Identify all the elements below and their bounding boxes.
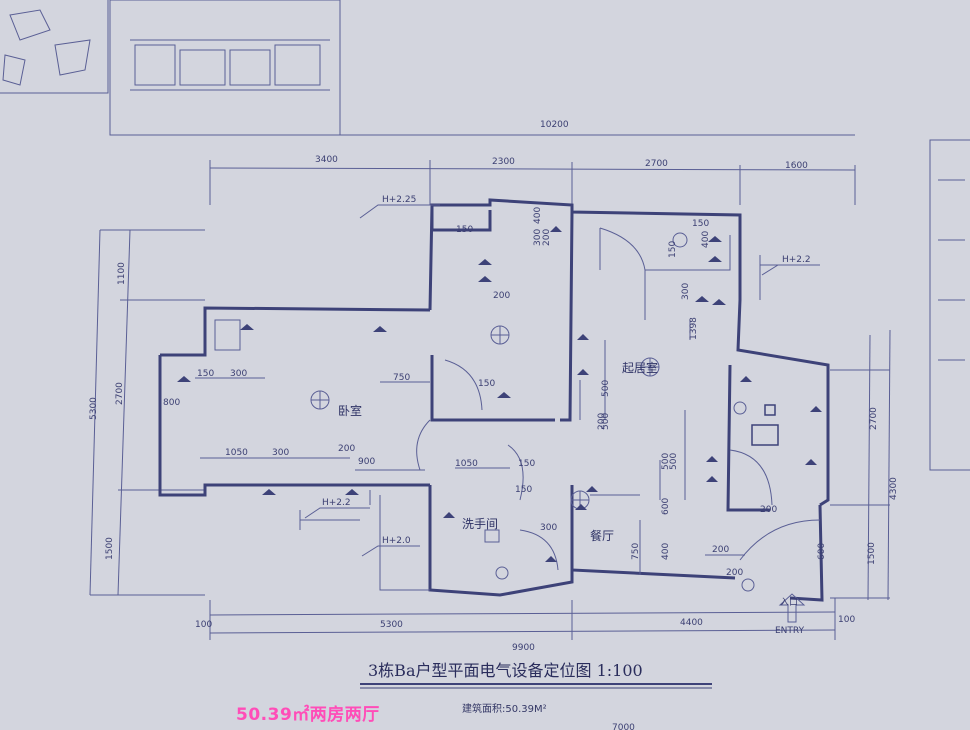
dim-right-outer: 4300 [889, 477, 899, 500]
dim-inner: 900 [358, 457, 375, 467]
dim-inner: 750 [393, 373, 410, 383]
dim-inner: 200 [760, 505, 777, 515]
dim-bottom-3: 4400 [680, 618, 703, 628]
dim-inner: 400 [533, 207, 543, 224]
entry-label-cn: 入口 [780, 597, 798, 608]
bottom-dimensions: 100 5300 4400 100 9900 [195, 598, 855, 653]
dim-inner: 600 [817, 543, 827, 560]
dim-bottom-total: 9900 [512, 643, 535, 653]
dim-inner: 500 [669, 453, 679, 470]
right-dimensions: 2700 4300 1500 [830, 329, 899, 601]
doors [416, 227, 821, 571]
dim-inner: 150 [197, 369, 214, 379]
dim-inner: 200 [338, 444, 355, 454]
room-label-living: 起居室 [622, 360, 658, 375]
room-label-washroom: 洗手间 [462, 517, 498, 531]
room-labels: 卧室 起居室 餐厅 洗手间 [338, 360, 658, 543]
dim-inner: 150 [515, 485, 532, 495]
area-note: 建筑面积:50.39M² [462, 704, 547, 715]
dim-top-total: 10200 [540, 120, 569, 130]
dim-top-1: 3400 [315, 155, 338, 165]
room-label-dining: 餐厅 [590, 528, 614, 543]
drawing-title: 3栋Ba户型平面电气设备定位图 1:100 [368, 661, 643, 680]
left-dimensions: 5300 1100 2700 1500 [89, 229, 205, 596]
dim-inner: 500 [601, 413, 611, 430]
outlet-symbols [177, 226, 822, 562]
dim-inner: 750 [631, 543, 641, 560]
dim-inner: 1050 [225, 448, 248, 458]
dim-inner: 1398 [689, 317, 699, 340]
inner-dimension-labels: 150 300 750 800 1050 300 200 900 1050 15… [163, 207, 827, 578]
dim-inner: 300 [533, 229, 543, 246]
dim-left-1: 1100 [117, 262, 127, 285]
dim-inner: 300 [540, 523, 557, 533]
dim-inner: 600 [661, 498, 671, 515]
dim-inner: 300 [230, 369, 247, 379]
height-marker: H+2.25 [382, 195, 416, 205]
listing-badge: 50.39㎡两房两厅 [236, 705, 380, 725]
light-fixtures [310, 232, 755, 592]
dim-inner: 150 [518, 459, 535, 469]
dim-bottom-4: 100 [838, 615, 855, 625]
walls [158, 198, 830, 602]
site-thumbnail-right [929, 139, 970, 471]
height-marker: H+2.2 [782, 255, 811, 265]
dim-inner: 150 [478, 379, 495, 389]
dim-inner: 800 [163, 398, 180, 408]
dim-inner: 1050 [455, 459, 478, 469]
dim-inner: 400 [701, 231, 711, 248]
top-dimensions: 10200 3400 2300 2700 1600 [209, 120, 856, 205]
dim-right-2: 1500 [867, 542, 877, 565]
dim-inner: 300 [681, 283, 691, 300]
dim-inner: 200 [542, 229, 552, 246]
height-marker: H+2.2 [322, 498, 351, 508]
dim-left-outer: 5300 [89, 397, 99, 420]
corner-dimension: 7000 [612, 723, 635, 730]
dim-inner: 200 [726, 568, 743, 578]
entry-marker: 入口 ENTRY [775, 593, 806, 636]
title-block: 3栋Ba户型平面电气设备定位图 1:100 [360, 661, 712, 689]
dim-top-4: 1600 [785, 161, 808, 171]
dim-right-1: 2700 [869, 407, 879, 430]
dim-inner: 200 [493, 291, 510, 301]
dim-top-3: 2700 [645, 159, 668, 169]
dim-bottom-1: 100 [195, 620, 212, 630]
dim-inner: 500 [601, 380, 611, 397]
dim-inner: 150 [668, 241, 678, 258]
dim-left-3: 1500 [105, 537, 115, 560]
inner-dimension-lines [195, 255, 800, 575]
dim-left-2: 2700 [115, 382, 125, 405]
dim-inner: 300 [272, 448, 289, 458]
dim-inner: 500 [661, 453, 671, 470]
room-label-bedroom: 卧室 [338, 403, 362, 418]
dim-inner: 400 [661, 543, 671, 560]
dim-inner: 200 [712, 545, 729, 555]
dim-top-2: 2300 [492, 157, 515, 167]
entry-label-en: ENTRY [775, 626, 805, 636]
dim-inner: 150 [692, 219, 709, 229]
dim-inner: 200 [597, 413, 607, 430]
height-markers: H+2.25 H+2.2 H+2.2 H+2.0 [304, 195, 820, 557]
dim-inner: 150 [456, 225, 473, 235]
dim-bottom-2: 5300 [380, 620, 403, 630]
height-marker: H+2.0 [382, 536, 411, 546]
site-thumbnail-left [0, 0, 109, 94]
